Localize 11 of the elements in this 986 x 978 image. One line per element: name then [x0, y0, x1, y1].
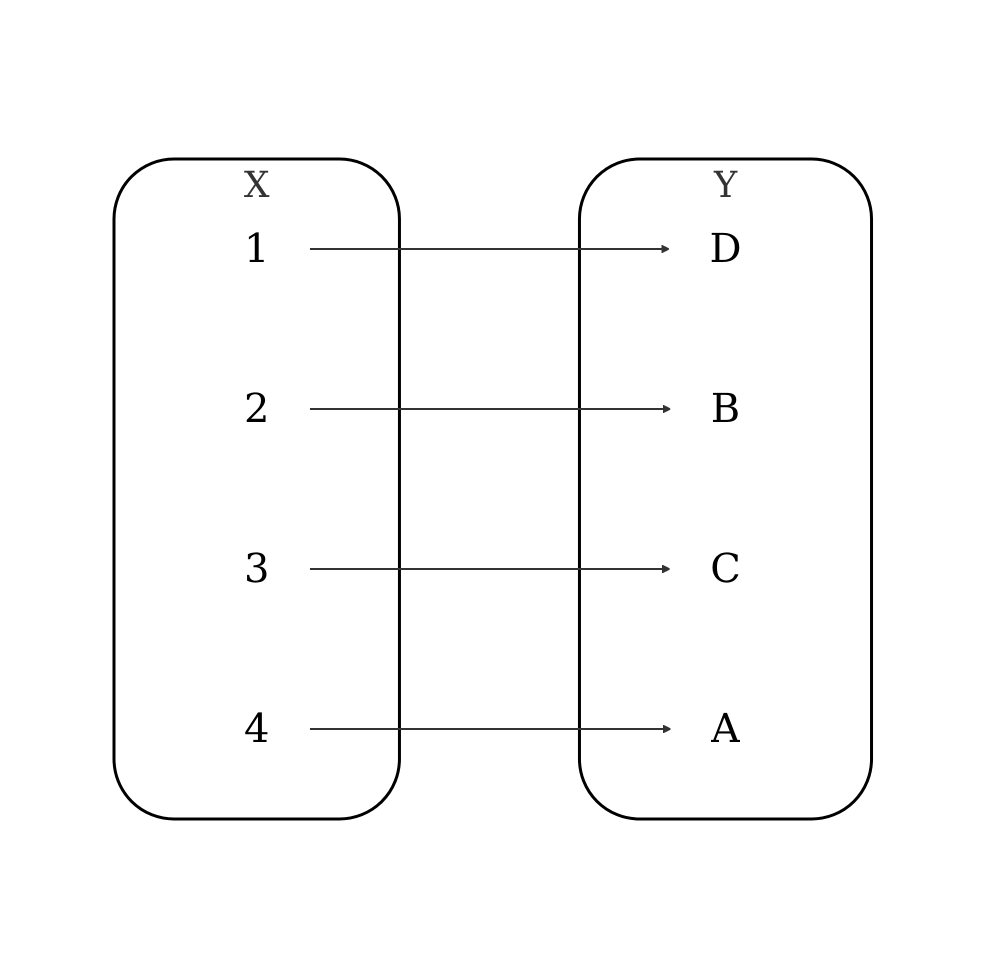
node-text: D — [710, 226, 742, 272]
arrow — [310, 724, 672, 734]
arrow — [310, 564, 671, 574]
node-text: 3 — [244, 546, 270, 592]
node-text: C — [710, 546, 742, 592]
node-text: 2 — [244, 386, 270, 432]
node-text: B — [711, 386, 740, 432]
node-text: 4 — [244, 706, 270, 752]
node-text: 1 — [244, 226, 270, 272]
arrow — [310, 244, 670, 254]
arrow — [310, 404, 672, 414]
